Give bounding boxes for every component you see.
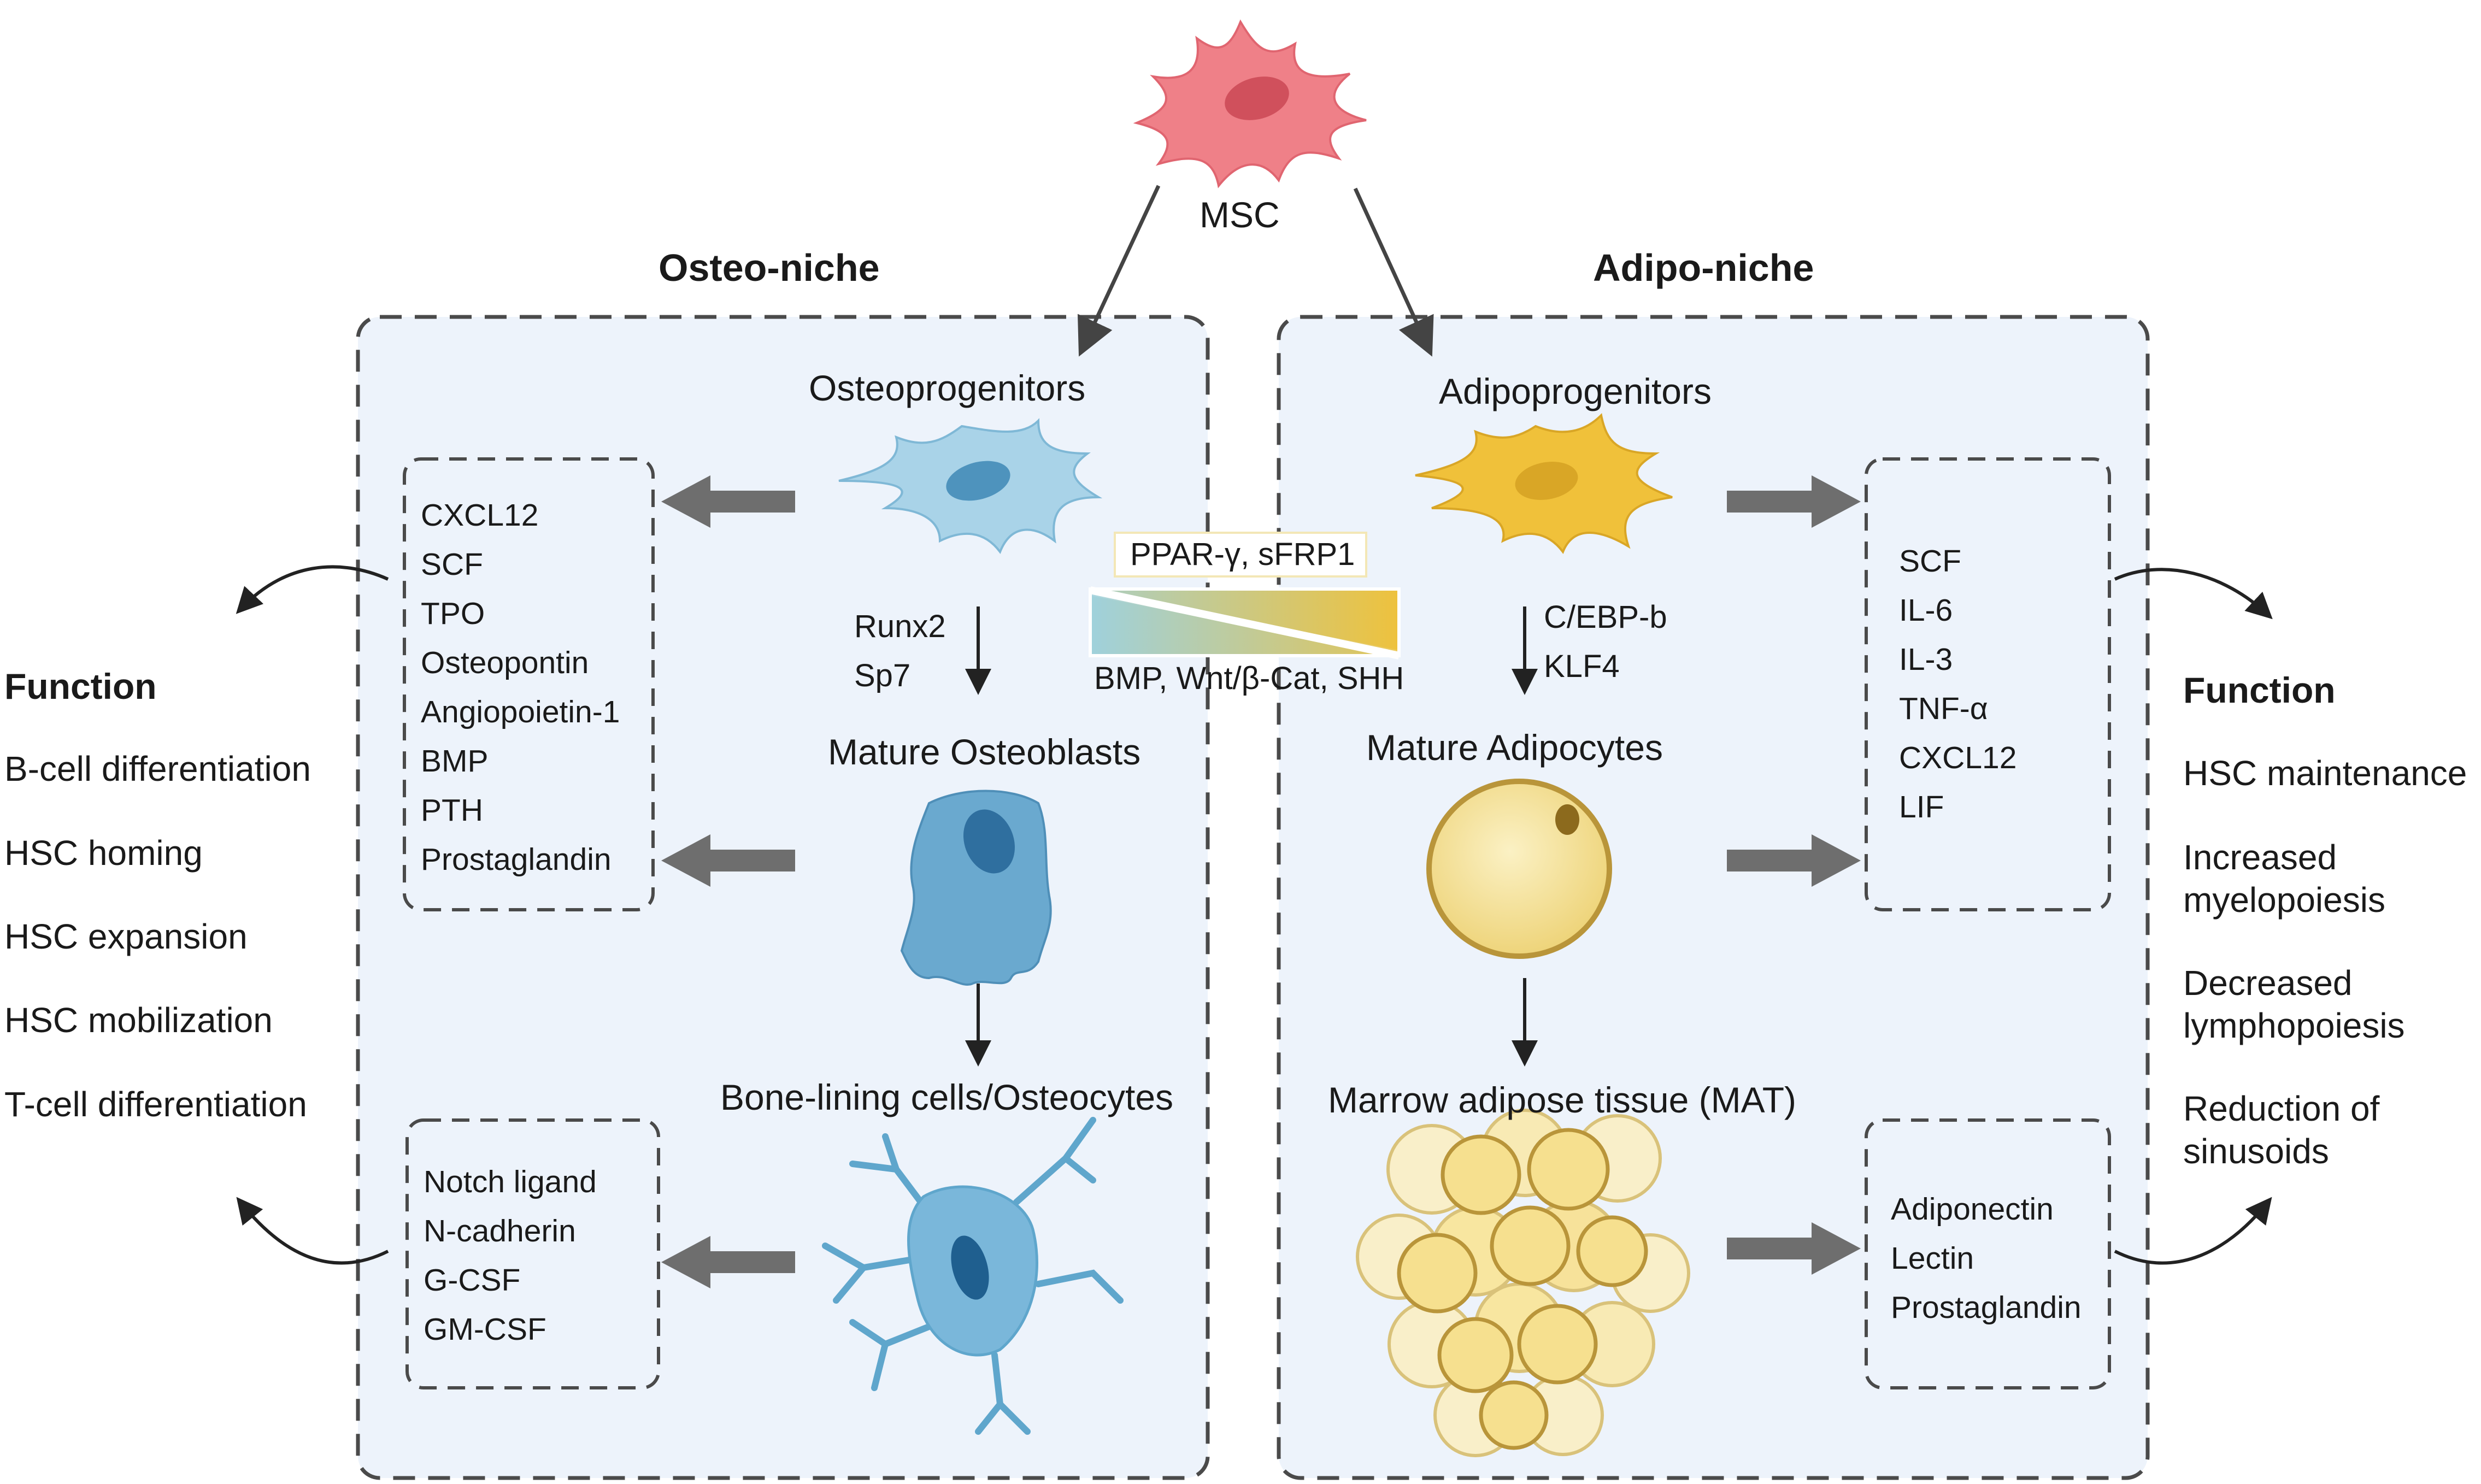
adipo-factors-top: SCF IL-6 IL-3 TNF-α CXCL12 LIF — [1899, 537, 2016, 832]
function-left-title: Function — [4, 666, 157, 706]
list-item: SCF — [421, 547, 483, 582]
osteo-factor-box-bottom — [405, 1118, 660, 1389]
list-item: Notch ligand — [424, 1164, 597, 1199]
mat-label: Marrow adipose tissue (MAT) — [1328, 1080, 1797, 1120]
osteo-regulator-runx2: Runx2 — [854, 609, 946, 644]
adipo-regulator-klf4: KLF4 — [1544, 649, 1620, 684]
list-item: Osteopontin — [421, 645, 589, 680]
list-item: PTH — [421, 793, 483, 828]
list-item: Prostaglandin — [421, 842, 612, 877]
mature-adipocytes-label: Mature Adipocytes — [1366, 727, 1663, 768]
function-left-item: T-cell differentiation — [4, 1085, 307, 1124]
function-right-item: Increased myelopoiesis — [2183, 838, 2385, 920]
adipo-signal-label-box — [1114, 532, 1367, 578]
msc-to-osteo-arrow — [1077, 185, 1161, 357]
function-left-item: HSC expansion — [4, 917, 248, 956]
osteo-niche-title: Osteo-niche — [659, 246, 880, 289]
mat-front-cells-icon — [1397, 1128, 1648, 1450]
msc-label: MSC — [1200, 195, 1280, 235]
osteo-signals-label: BMP, Wnt/β-Cat, SHH — [1094, 661, 1404, 696]
function-right-bottom-arrow — [2114, 1197, 2272, 1265]
list-item: GM-CSF — [424, 1312, 546, 1347]
function-right-item: HSC maintenance — [2183, 753, 2467, 793]
adipo-regulator-cebpb: C/EBP-b — [1544, 599, 1667, 635]
msc-cell-icon — [1133, 19, 1367, 189]
list-item: Lectin — [1891, 1241, 1974, 1276]
function-left-item: HSC homing — [4, 833, 203, 873]
list-item: Prostaglandin — [1891, 1290, 2082, 1325]
adipo-signals-label: PPAR-γ, sFRP1 — [1130, 537, 1355, 572]
list-item: LIF — [1899, 790, 1944, 825]
adipo-niche-title: Adipo-niche — [1593, 246, 1814, 289]
function-right-item: Decreased lymphopoiesis — [2183, 963, 2405, 1045]
function-right-title: Function — [2183, 670, 2336, 710]
adipoprogenitor-cell-icon — [1415, 413, 1673, 555]
osteoblast-cell-icon — [900, 790, 1052, 986]
osteoprogenitors-label: Osteoprogenitors — [809, 368, 1086, 408]
list-item: CXCL12 — [421, 498, 539, 533]
list-item: Adiponectin — [1891, 1192, 2054, 1227]
signal-switch-gradient — [1089, 586, 1401, 659]
function-right-top-arrow — [2114, 568, 2273, 620]
mature-osteoblasts-label: Mature Osteoblasts — [828, 732, 1141, 772]
osteocyte-cell-icon — [822, 1117, 1124, 1435]
osteo-regulator-sp7: Sp7 — [854, 658, 911, 693]
list-item: BMP — [421, 744, 489, 779]
osteo-factors-bottom: Notch ligand N-cadherin G-CSF GM-CSF — [424, 1157, 597, 1354]
adipo-factors-bottom: Adiponectin Lectin Prostaglandin — [1891, 1185, 2082, 1332]
function-left-bottom-arrow — [236, 1197, 389, 1265]
function-left-item: B-cell differentiation — [4, 749, 311, 788]
adipo-factor-box-bottom — [1865, 1118, 2111, 1389]
list-item: Angiopoietin-1 — [421, 694, 620, 729]
list-item: IL-6 — [1899, 593, 1953, 628]
osteo-factors-top: CXCL12 SCF TPO Osteopontin Angiopoietin-… — [421, 491, 620, 884]
list-item: G-CSF — [424, 1263, 521, 1298]
msc-to-adipo-arrow — [1353, 187, 1434, 357]
bone-lining-cells-label: Bone-lining cells/Osteocytes — [720, 1077, 1174, 1117]
list-item: CXCL12 — [1899, 740, 2017, 775]
adipo-factor-box-top — [1865, 457, 2111, 911]
list-item: N-cadherin — [424, 1214, 576, 1249]
list-item: TNF-α — [1899, 691, 1988, 726]
adipoprogenitors-label: Adipoprogenitors — [1439, 371, 1712, 411]
function-left-item: HSC mobilization — [4, 1000, 273, 1040]
osteo-secretion-arrows — [661, 475, 795, 1288]
function-left-top-arrow — [236, 565, 389, 614]
adipo-secretion-arrows — [1727, 475, 1861, 1275]
osteo-niche-panel — [356, 315, 1210, 1480]
osteocyte-nucleus-icon — [951, 1235, 989, 1300]
list-item: TPO — [421, 596, 485, 631]
function-right-item: Reduction of sinusoids — [2183, 1089, 2380, 1171]
osteoprogenitor-cell-icon — [838, 418, 1103, 555]
mature-adipocyte-icon — [1426, 779, 1612, 959]
list-item: IL-3 — [1899, 642, 1953, 677]
list-item: SCF — [1899, 544, 1961, 579]
